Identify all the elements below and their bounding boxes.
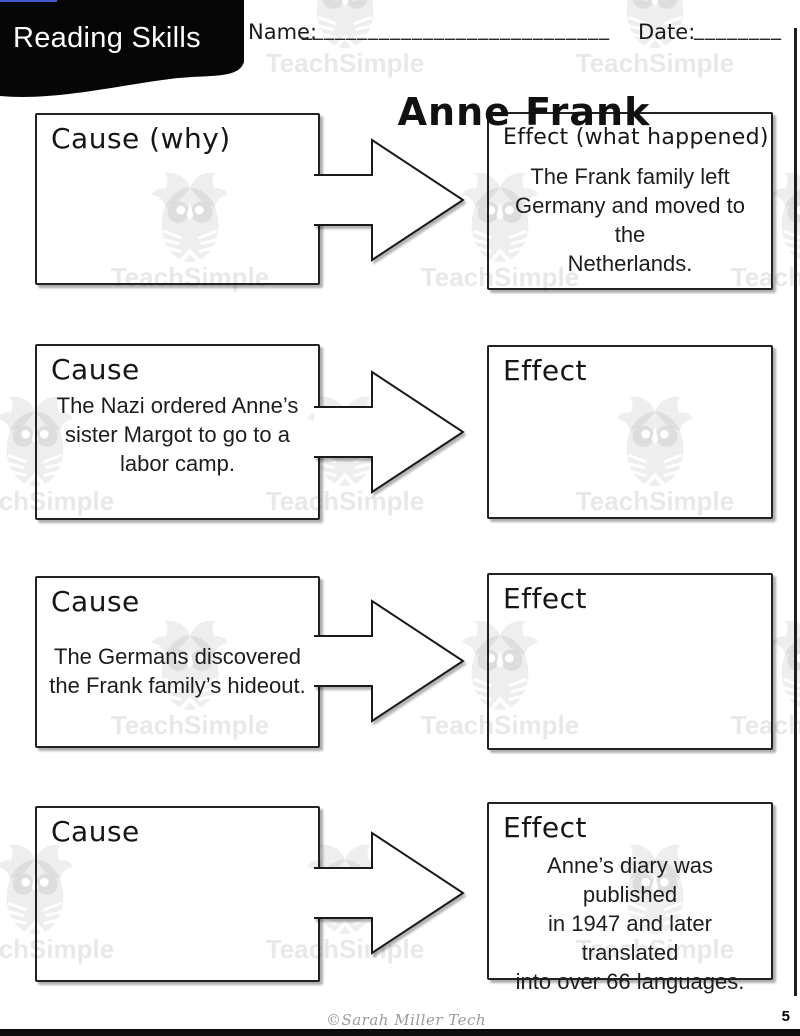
cause-label: Cause <box>51 585 140 618</box>
cause-label: Cause (why) <box>51 122 231 155</box>
cause-box-1: Cause (why) <box>35 113 320 285</box>
date-label: Date: <box>638 20 696 44</box>
copyright-credit: ©Sarah Miller Tech <box>325 1011 487 1029</box>
page-number: 5 <box>781 1008 790 1025</box>
cause-box-2: Cause The Nazi ordered Anne’s sister Mar… <box>35 344 320 520</box>
cause-box-4: Cause <box>35 806 320 982</box>
bottom-black-bar <box>0 1029 800 1036</box>
right-arrow-icon <box>314 370 465 494</box>
effect-box-1: Effect (what happened) The Frank family … <box>487 112 773 290</box>
name-label: Name: <box>248 20 318 44</box>
effect-box-2: Effect <box>487 345 773 519</box>
name-blank-line: ____________________________ <box>302 16 610 40</box>
page-right-edge-line <box>794 28 797 996</box>
page-title: Anne Frank <box>397 90 651 134</box>
watermark-text: TeachSimple <box>265 48 425 78</box>
date-blank-line: ________ <box>694 16 782 40</box>
cause-text: The Nazi ordered Anne’s sister Margot to… <box>56 393 299 477</box>
effect-label: Effect <box>503 354 588 387</box>
cause-text: The Germans discovered the Frank family’… <box>49 644 306 699</box>
top-edge-artifact <box>0 0 57 2</box>
right-arrow-icon <box>314 138 465 262</box>
effect-label: Effect (what happened) <box>503 125 769 150</box>
cause-label: Cause <box>51 353 140 386</box>
effect-label: Effect <box>503 811 588 844</box>
cause-box-3: Cause The Germans discovered the Frank f… <box>35 576 320 748</box>
effect-text: The Frank family left Germany and moved … <box>515 164 745 277</box>
right-arrow-icon <box>314 599 465 723</box>
effect-box-4: Effect Anne’s diary was published in 194… <box>487 802 773 994</box>
worksheet-category-badge: Reading Skills <box>13 22 201 54</box>
effect-label: Effect <box>503 582 588 615</box>
cause-label: Cause <box>51 815 140 848</box>
effect-box-3: Effect <box>487 573 773 750</box>
right-arrow-icon <box>314 831 465 955</box>
effect-text: Anne’s diary was published in 1947 and l… <box>515 853 745 995</box>
watermark-text: TeachSimple <box>575 48 735 78</box>
